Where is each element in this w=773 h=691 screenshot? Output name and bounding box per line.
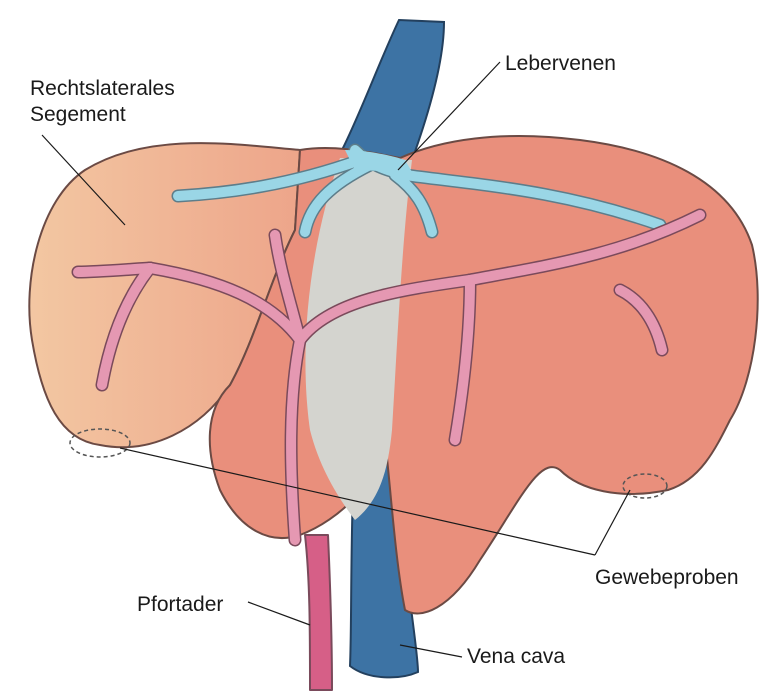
label-portal-vein: Pfortader: [137, 593, 223, 616]
label-tissue-samples: Gewebeproben: [595, 566, 739, 589]
label-right-lateral-segment-line2: Segement: [30, 103, 126, 126]
label-vena-cava: Vena cava: [467, 645, 565, 668]
vena-cava-upper: [342, 20, 444, 160]
label-right-lateral-segment-line1: Rechtslaterales: [30, 77, 175, 100]
label-hepatic-veins: Lebervenen: [505, 52, 616, 75]
